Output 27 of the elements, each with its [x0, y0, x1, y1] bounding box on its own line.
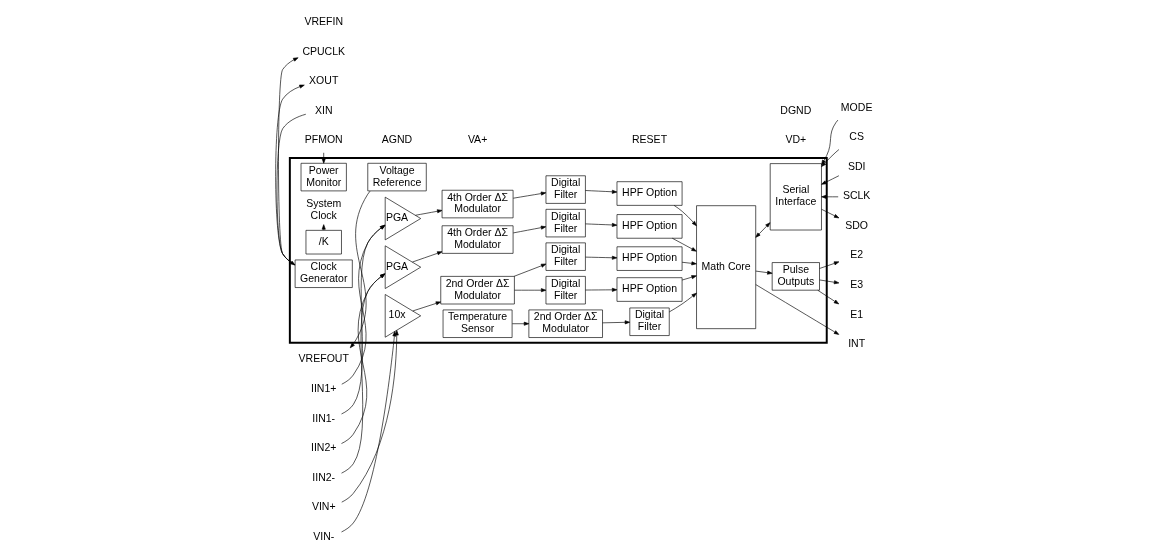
node-text: E3: [849, 278, 863, 291]
node-text: MODE: [840, 100, 872, 113]
node-text: PFMON: [304, 133, 343, 146]
node-text: SCLK: [842, 189, 870, 202]
node-text: IIN2+: [310, 441, 336, 454]
label: VREFIN: [303, 15, 343, 28]
node-text: VIN+: [311, 500, 336, 513]
node-text: E1: [849, 307, 863, 320]
node-text: INT: [847, 337, 865, 350]
node-text: CPUCLK: [301, 44, 345, 57]
node-text: SDI: [847, 159, 865, 172]
label: AGND: [381, 133, 412, 146]
node-text: IIN1-: [311, 411, 335, 424]
node-text: XIN: [314, 103, 332, 116]
node-text: System Clock: [305, 197, 341, 222]
node-text: CS: [848, 130, 864, 143]
node-text: XOUT: [308, 74, 338, 87]
node-text: VREFOUT: [298, 352, 349, 365]
label: VD+: [784, 133, 806, 146]
node-text: SDO: [844, 218, 868, 231]
label: DGND: [779, 103, 811, 116]
node-text: E2: [849, 248, 863, 261]
node-text: VIN-: [312, 529, 334, 542]
node-text: IIN1+: [310, 381, 336, 394]
node-text: IIN2-: [311, 470, 335, 483]
label: RESET: [631, 133, 667, 146]
label: VA+: [467, 133, 487, 146]
